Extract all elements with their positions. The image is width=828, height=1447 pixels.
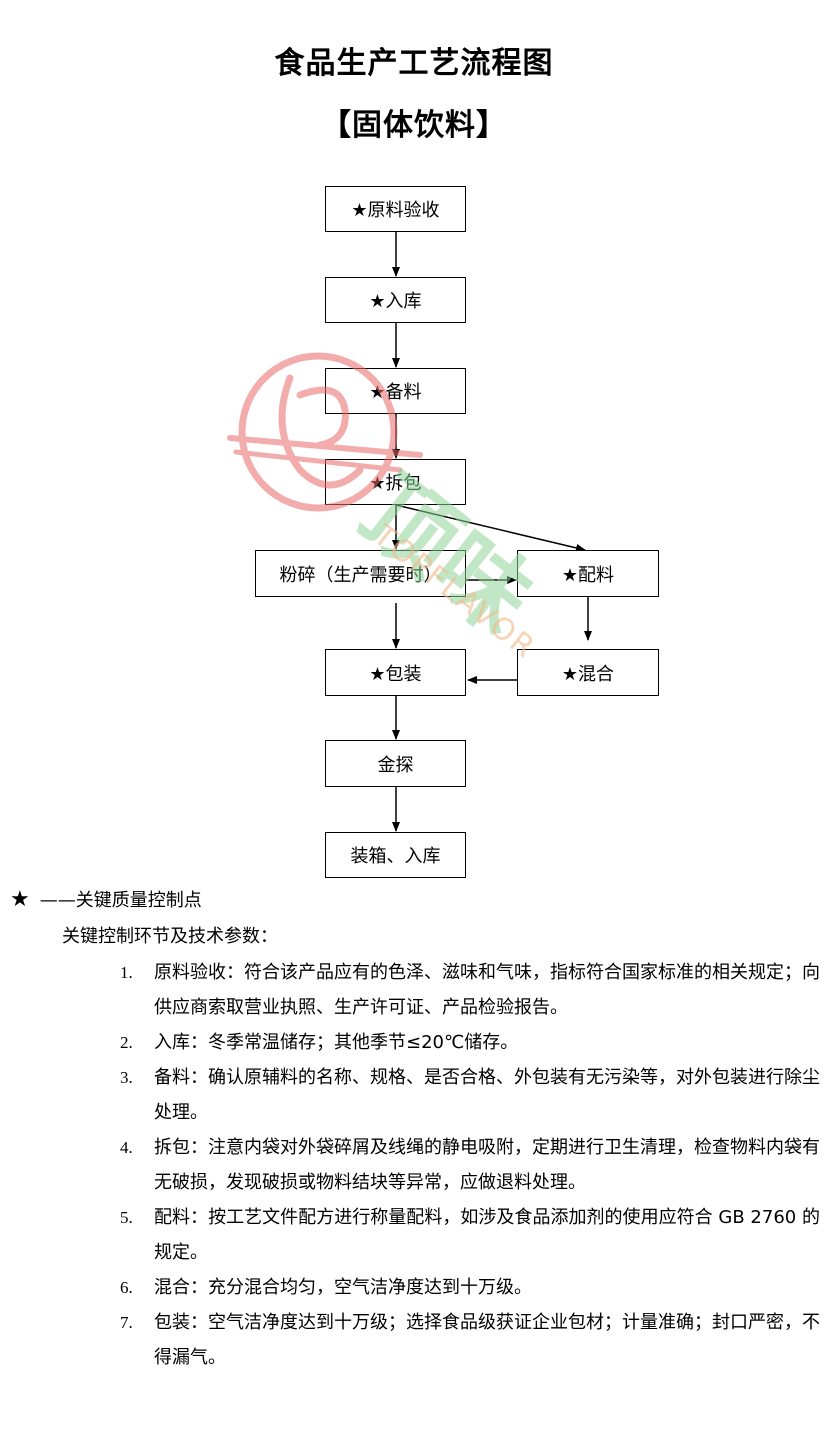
- list-item: 4. 拆包：注意内袋对外袋碎屑及线绳的静电吸附，定期进行卫生清理，检查物料内袋有无…: [120, 1130, 820, 1200]
- flow-node-crushing: 粉碎（生产需要时）: [255, 550, 466, 597]
- edge-n4-n6: [395, 504, 586, 552]
- legend-text: ——关键质量控制点: [39, 890, 202, 911]
- list-item-text: 备料：确认原辅料的名称、规格、是否合格、外包装有无污染等，对外包装进行除尘处理。: [154, 1067, 820, 1123]
- star-icon: ★: [10, 886, 30, 912]
- list-item-text: 包装：空气洁净度达到十万级；选择食品级获证企业包材；计量准确；封口严密，不得漏气…: [154, 1312, 820, 1368]
- page-subtitle: 【固体饮料】: [321, 108, 507, 143]
- notes-heading: 关键控制环节及技术参数：: [62, 926, 278, 947]
- list-item: 1. 原料验收：符合该产品应有的色泽、滋味和气味，指标符合国家标准的相关规定；向供…: [120, 955, 820, 1025]
- flow-node-raw-material-acceptance: ★原料验收: [325, 186, 466, 232]
- list-item: 6. 混合：充分混合均匀，空气洁净度达到十万级。: [120, 1270, 820, 1305]
- flow-node-preparation: ★备料: [325, 368, 466, 414]
- flow-node-packaging: ★包装: [325, 649, 466, 696]
- list-item: 5. 配料：按工艺文件配方进行称量配料，如涉及食品添加剂的使用应符合 GB 276…: [120, 1200, 820, 1270]
- list-item-number: 6.: [120, 1278, 133, 1297]
- list-item-text: 原料验收：符合该产品应有的色泽、滋味和气味，指标符合国家标准的相关规定；向供应商…: [154, 962, 820, 1018]
- legend: ★ ——关键质量控制点: [10, 886, 202, 912]
- list-item-number: 1.: [120, 963, 133, 982]
- list-item-number: 5.: [120, 1208, 133, 1227]
- list-item-text: 入库：冬季常温储存；其他季节≤20℃储存。: [154, 1032, 519, 1053]
- page-title: 食品生产工艺流程图: [274, 46, 554, 81]
- flow-node-boxing-storage: 装箱、入库: [325, 832, 466, 878]
- list-item-number: 3.: [120, 1068, 133, 1087]
- flowchart-connectors: [392, 232, 592, 832]
- list-item-number: 4.: [120, 1138, 133, 1157]
- list-item: 3. 备料：确认原辅料的名称、规格、是否合格、外包装有无污染等，对外包装进行除尘处…: [120, 1060, 820, 1130]
- flow-node-metal-detection: 金探: [325, 740, 466, 787]
- list-item-number: 7.: [120, 1313, 133, 1332]
- flow-node-unpacking: ★拆包: [325, 459, 466, 505]
- list-item-text: 混合：充分混合均匀，空气洁净度达到十万级。: [154, 1277, 532, 1298]
- notes-list: 1. 原料验收：符合该产品应有的色泽、滋味和气味，指标符合国家标准的相关规定；向供…: [120, 955, 820, 1375]
- flow-node-mixing: ★混合: [517, 649, 659, 696]
- flow-node-batching: ★配料: [517, 550, 659, 597]
- list-item-text: 配料：按工艺文件配方进行称量配料，如涉及食品添加剂的使用应符合 GB 2760 …: [154, 1207, 820, 1263]
- list-item-text: 拆包：注意内袋对外袋碎屑及线绳的静电吸附，定期进行卫生清理，检查物料内袋有无破损…: [154, 1137, 820, 1193]
- list-item: 7. 包装：空气洁净度达到十万级；选择食品级获证企业包材；计量准确；封口严密，不得…: [120, 1305, 820, 1375]
- list-item-number: 2.: [120, 1033, 133, 1052]
- flow-node-storage: ★入库: [325, 277, 466, 323]
- list-item: 2. 入库：冬季常温储存；其他季节≤20℃储存。: [120, 1025, 820, 1060]
